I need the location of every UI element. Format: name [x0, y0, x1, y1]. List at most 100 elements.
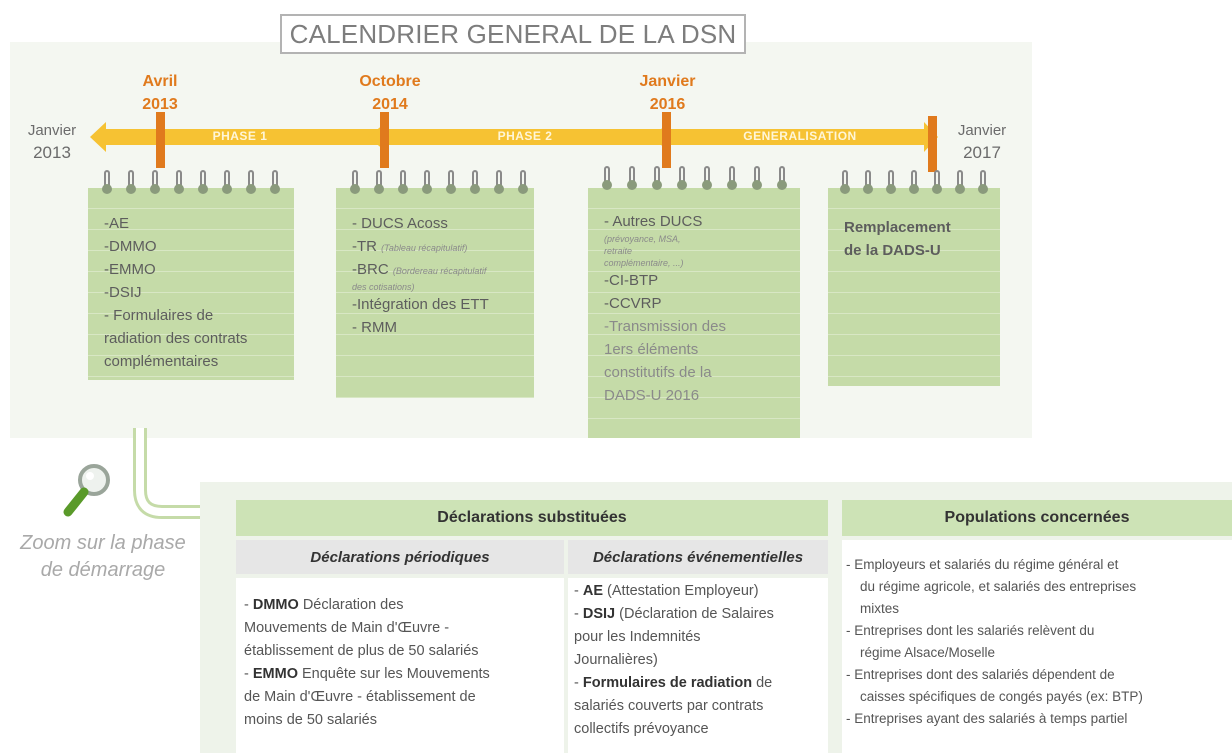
- spiral-hole: [840, 184, 850, 194]
- spiral-ring: [128, 170, 134, 186]
- spiral-hole: [446, 184, 456, 194]
- notepad-generalisation-text: Remplacement de la DADS-U: [828, 188, 1000, 262]
- pad1-line: radiation des contrats: [104, 330, 248, 347]
- spiral-hole: [777, 180, 787, 190]
- notepad-phase1: -AE -DMMO -EMMO -DSIJ - Formulaires de r…: [88, 188, 294, 380]
- page-title: CALENDRIER GENERAL DE LA DSN: [280, 14, 746, 54]
- spiral-hole: [978, 184, 988, 194]
- pad3-note: (prévoyance, MSA,: [604, 234, 681, 244]
- spiral-ring: [865, 170, 871, 186]
- population-line: - Entreprises dont des salariés dépenden…: [846, 667, 1115, 682]
- spiral-ring: [496, 170, 502, 186]
- spiral-ring: [520, 170, 526, 186]
- spiral-ring: [104, 170, 110, 186]
- pad1-line: -EMMO: [104, 261, 156, 278]
- pad1-line: -DSIJ: [104, 284, 142, 301]
- event-ae: - AE (Attestation Employeur): [574, 583, 759, 599]
- population-line: - Entreprises ayant des salariés à temps…: [846, 711, 1128, 726]
- spiral-hole: [422, 184, 432, 194]
- pad3-line: -CCVRP: [604, 295, 662, 312]
- pad1-line: -AE: [104, 215, 130, 232]
- milestone-january-2016: Janvier 2016: [625, 70, 710, 116]
- spiral-hole: [652, 180, 662, 190]
- subheader-periodic: Déclarations périodiques: [236, 540, 564, 574]
- emmo-text: Enquête sur les Mouvements: [302, 666, 490, 682]
- emmo-text: de Main d'Œuvre - établissement de: [244, 689, 476, 705]
- timeline-end: Janvier 2017: [942, 120, 1022, 164]
- population-line: du régime agricole, et salariés des entr…: [860, 579, 1137, 594]
- population-line: - Entreprises dont les salariés relèvent…: [846, 623, 1095, 638]
- spiral-hole: [752, 180, 762, 190]
- pad2-line: -TR (Tableau récapitulatif): [352, 235, 534, 258]
- spiral-ring: [779, 166, 785, 182]
- header-substituted-declarations: Déclarations substituées: [236, 500, 828, 536]
- spiral-ring: [376, 170, 382, 186]
- pad2-line: - DUCS Acoss: [352, 215, 448, 232]
- cell-event-declarations: - AE (Attestation Employeur) - DSIJ (Déc…: [568, 578, 828, 753]
- pad2-line: -Intégration des ETT: [352, 296, 489, 313]
- spiral-ring: [152, 170, 158, 186]
- pad2-note: des cotisations): [352, 282, 415, 292]
- zoom-caption-line: de démarrage: [40, 559, 166, 581]
- cell-periodic-declarations: - DMMO Déclaration des Mouvements de Mai…: [236, 578, 564, 753]
- population-line: mixtes: [860, 601, 900, 616]
- formulaires-text: de: [756, 675, 773, 691]
- pad3-note: complémentaire, ...): [604, 258, 684, 268]
- spiral-hole: [470, 184, 480, 194]
- spiral-hole: [627, 180, 637, 190]
- spiral-hole: [932, 184, 942, 194]
- dmmo-term: DMMO: [252, 597, 299, 613]
- spiral-ring: [934, 170, 940, 186]
- spiral-ring: [888, 170, 894, 186]
- emmo-text: moins de 50 salariés: [244, 712, 377, 728]
- pad2-line-main: -BRC: [352, 261, 389, 278]
- notepad-phase1-text: -AE -DMMO -EMMO -DSIJ - Formulaires de r…: [88, 188, 294, 373]
- dmmo-text: Mouvements de Main d'Œuvre -: [244, 620, 450, 636]
- population-line: - Employeurs et salariés du régime génér…: [846, 557, 1119, 572]
- notepad-phase2: - DUCS Acoss -TR (Tableau récapitulatif)…: [336, 188, 534, 398]
- spiral-hole: [150, 184, 160, 194]
- spiral-hole: [350, 184, 360, 194]
- milestone-april-2013: Avril 2013: [120, 70, 200, 116]
- spiral-hole: [518, 184, 528, 194]
- spiral-hole: [174, 184, 184, 194]
- dsij-text: pour les Indemnités: [574, 629, 701, 645]
- pad4-line: de la DADS-U: [844, 242, 941, 259]
- phase-2-label: PHASE 2: [497, 129, 553, 143]
- spiral-hole: [198, 184, 208, 194]
- spiral-hole: [909, 184, 919, 194]
- spiral-hole: [677, 180, 687, 190]
- formulaires-text: salariés couverts par contrats: [574, 698, 764, 714]
- spiral-ring: [176, 170, 182, 186]
- pad3-line: DADS-U 2016: [604, 387, 700, 404]
- spiral-hole: [863, 184, 873, 194]
- spiral-hole: [102, 184, 112, 194]
- subheader-events: Déclarations événementielles: [568, 540, 828, 574]
- spiral-ring: [200, 170, 206, 186]
- spiral-ring: [472, 170, 478, 186]
- spiral-hole: [374, 184, 384, 194]
- pad3-note: retraite: [604, 246, 633, 256]
- spiral-hole: [727, 180, 737, 190]
- header-populations: Populations concernées: [842, 500, 1232, 536]
- magnifier-icon: [63, 464, 110, 517]
- end-month: Janvier: [957, 122, 1007, 139]
- spiral-hole: [702, 180, 712, 190]
- pad3-line: constitutifs de la: [604, 364, 712, 381]
- pad2-note: (Bordereau récapitulatif: [392, 266, 487, 276]
- notepad-generalisation: Remplacement de la DADS-U: [828, 188, 1000, 386]
- spiral-ring: [424, 170, 430, 186]
- marker-october-2014: [380, 112, 389, 168]
- start-year: 2013: [33, 143, 71, 162]
- pad2-line-main: -TR: [352, 238, 377, 255]
- event-dsij: - DSIJ (Déclaration de Salaires: [574, 606, 774, 622]
- spiral-hole: [602, 180, 612, 190]
- spiral-ring: [754, 166, 760, 182]
- spiral-ring: [679, 166, 685, 182]
- spiral-ring: [224, 170, 230, 186]
- formulaires-term: Formulaires de radiation: [582, 675, 753, 691]
- marker-january-2016: [662, 112, 671, 168]
- marker-january-2017: [928, 116, 937, 172]
- spiral-hole: [494, 184, 504, 194]
- spiral-ring: [272, 170, 278, 186]
